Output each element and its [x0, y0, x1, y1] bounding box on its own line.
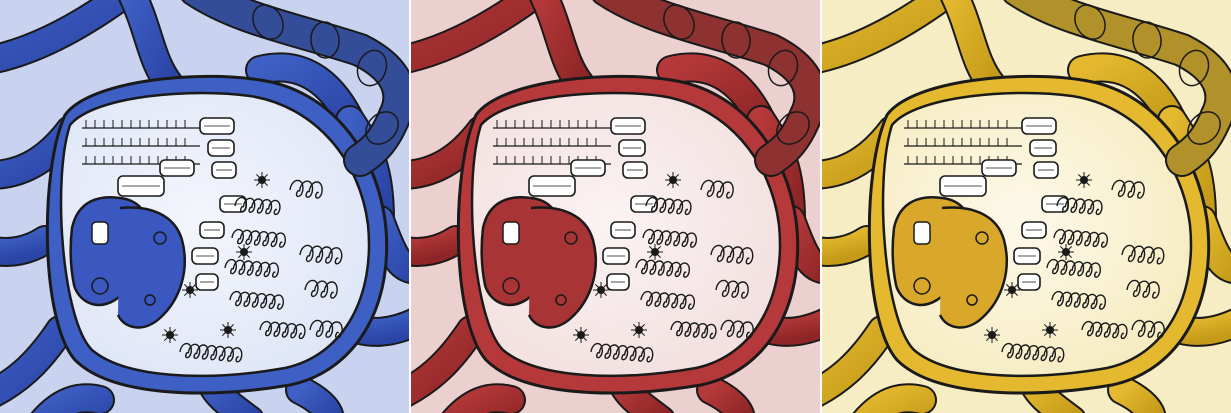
blood-vessel-illustration	[451, 398, 511, 413]
blood-vessel-illustration	[0, 240, 45, 252]
panel-red	[411, 0, 820, 413]
cell-illustration-red	[411, 0, 820, 413]
nucleus-illustration	[914, 222, 930, 244]
blood-vessel-illustration	[822, 240, 867, 252]
cell-illustration-blue	[0, 0, 409, 413]
blood-vessel-illustration	[862, 398, 922, 413]
panel-yellow	[822, 0, 1231, 413]
cell-illustration-yellow	[822, 0, 1231, 413]
blood-vessel-illustration	[40, 398, 100, 413]
blood-vessel-illustration	[411, 240, 456, 252]
nucleus-illustration	[92, 222, 108, 244]
nucleus-illustration	[503, 222, 519, 244]
panel-blue	[0, 0, 409, 413]
